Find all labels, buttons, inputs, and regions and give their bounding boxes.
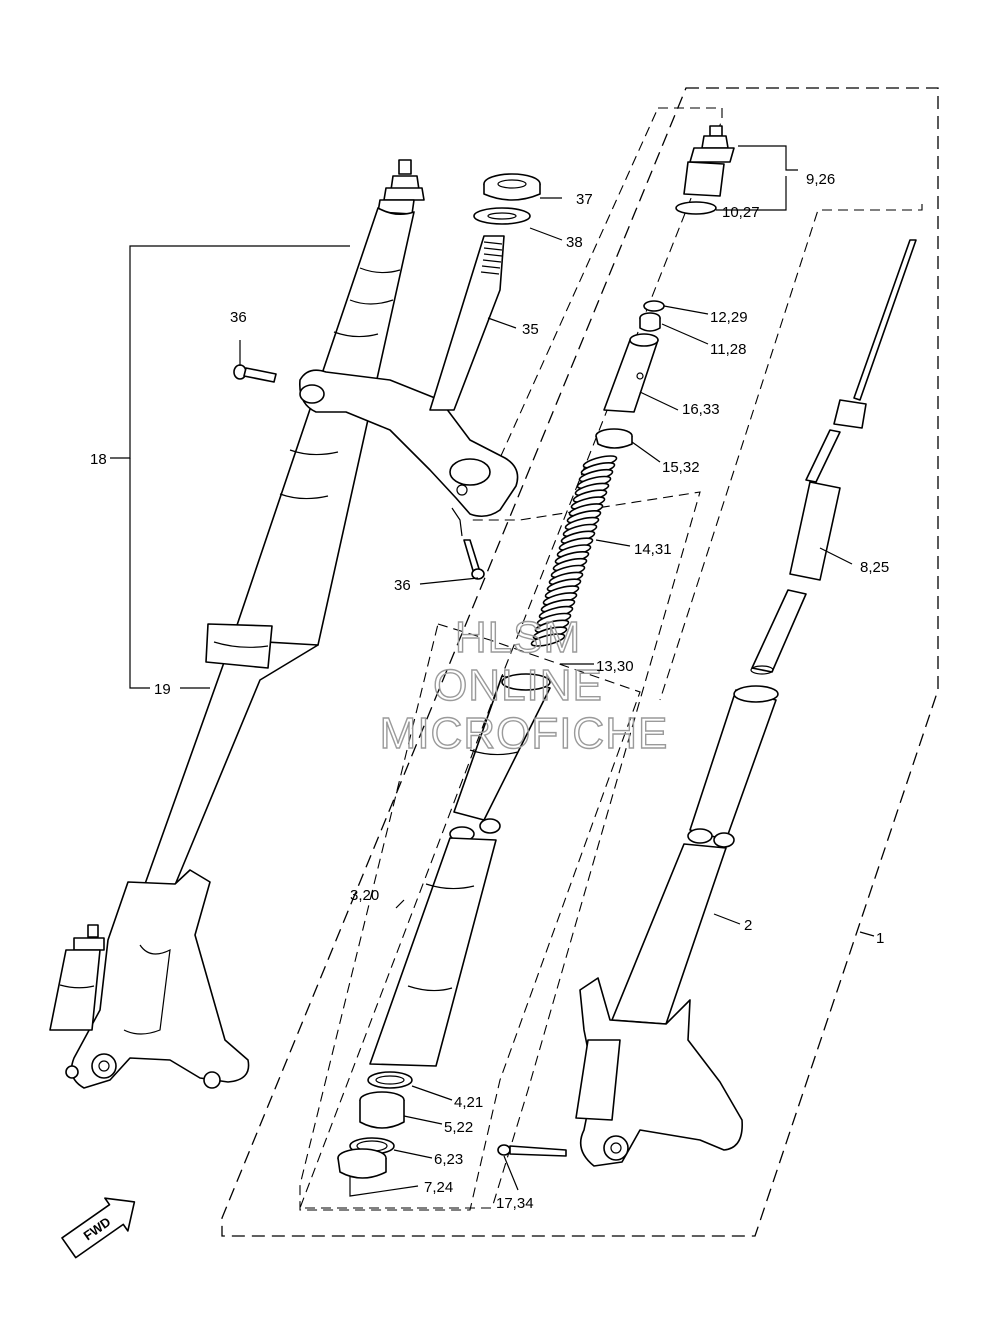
group-outlines <box>221 87 939 1237</box>
callout-labels: 37 38 35 36 36 18 19 9,26 10,27 12,29 11… <box>90 171 889 1212</box>
callout-16-33: 16,33 <box>682 401 720 418</box>
callout-36-top: 36 <box>230 309 247 326</box>
callout-17-34: 17,34 <box>496 1195 534 1212</box>
bolt-36-top <box>233 364 277 383</box>
callout-9-26: 9,26 <box>806 171 835 188</box>
spring-seat-15-32 <box>595 428 633 449</box>
outline-group-8-25 <box>659 204 923 701</box>
callout-10-27: 10,27 <box>722 204 760 221</box>
o-ring-10-27 <box>675 201 717 215</box>
cartridge-parts <box>530 125 735 647</box>
callout-18: 18 <box>90 451 107 468</box>
fork-assembly-left <box>49 159 519 1089</box>
left-damper-adjuster <box>49 924 105 1031</box>
bearing-37 <box>483 173 541 201</box>
steering-stem-parts <box>233 173 541 580</box>
watermark: HLSM ONLINE MICROFICHE <box>379 612 669 758</box>
watermark-line-3: MICROFICHE <box>380 709 669 758</box>
cap-bolt-9-26 <box>683 125 735 197</box>
callout-2: 2 <box>744 917 752 934</box>
callout-35: 35 <box>522 321 539 338</box>
callout-14-31: 14,31 <box>634 541 672 558</box>
callout-4-21: 4,21 <box>454 1094 483 1111</box>
steering-stem <box>429 235 505 411</box>
left-lower-slider <box>144 639 319 886</box>
fwd-arrow-badge: FWD <box>61 1197 136 1259</box>
callout-1: 1 <box>876 930 884 947</box>
nut-11-28 <box>639 312 661 332</box>
fork-spring-14-31 <box>530 455 618 647</box>
callout-5-22: 5,22 <box>444 1119 473 1136</box>
callout-8-25: 8,25 <box>860 559 889 576</box>
callout-19: 19 <box>154 681 171 698</box>
washer-12-29 <box>643 300 665 312</box>
callout-36-bottom: 36 <box>394 577 411 594</box>
damper-rod-8-25 <box>750 239 917 675</box>
spring-coil <box>530 633 566 647</box>
seal-4-21 <box>367 1071 413 1089</box>
callout-7-24: 7,24 <box>424 1179 453 1196</box>
callout-12-29: 12,29 <box>710 309 748 326</box>
inner-tube-3-20 <box>369 673 551 1067</box>
watermark-line-1: HLSM <box>455 613 581 662</box>
bearing-38 <box>473 207 531 225</box>
outer-tube-2 <box>575 685 779 1167</box>
callout-6-23: 6,23 <box>434 1151 463 1168</box>
leader-lines <box>110 145 875 1197</box>
outline-group-3-20 <box>299 623 641 1211</box>
callout-38: 38 <box>566 234 583 251</box>
bolt-36-bottom <box>463 539 485 580</box>
bolt-17-34 <box>497 1144 567 1157</box>
outline-group-1 <box>221 87 939 1237</box>
callout-13-30: 13,30 <box>596 658 634 675</box>
seal-parts <box>337 1071 567 1179</box>
left-fork-cap <box>377 159 425 215</box>
spacer-5-22 <box>359 1091 405 1129</box>
dust-seal-7-24 <box>337 1148 387 1179</box>
tube-parts <box>369 239 917 1167</box>
watermark-line-2: ONLINE <box>433 661 603 710</box>
callout-37: 37 <box>576 191 593 208</box>
callout-11-28: 11,28 <box>710 341 746 358</box>
spacer-16-33 <box>603 333 659 413</box>
callout-15-32: 15,32 <box>662 459 700 476</box>
callout-3-20: 3,20 <box>350 887 379 904</box>
